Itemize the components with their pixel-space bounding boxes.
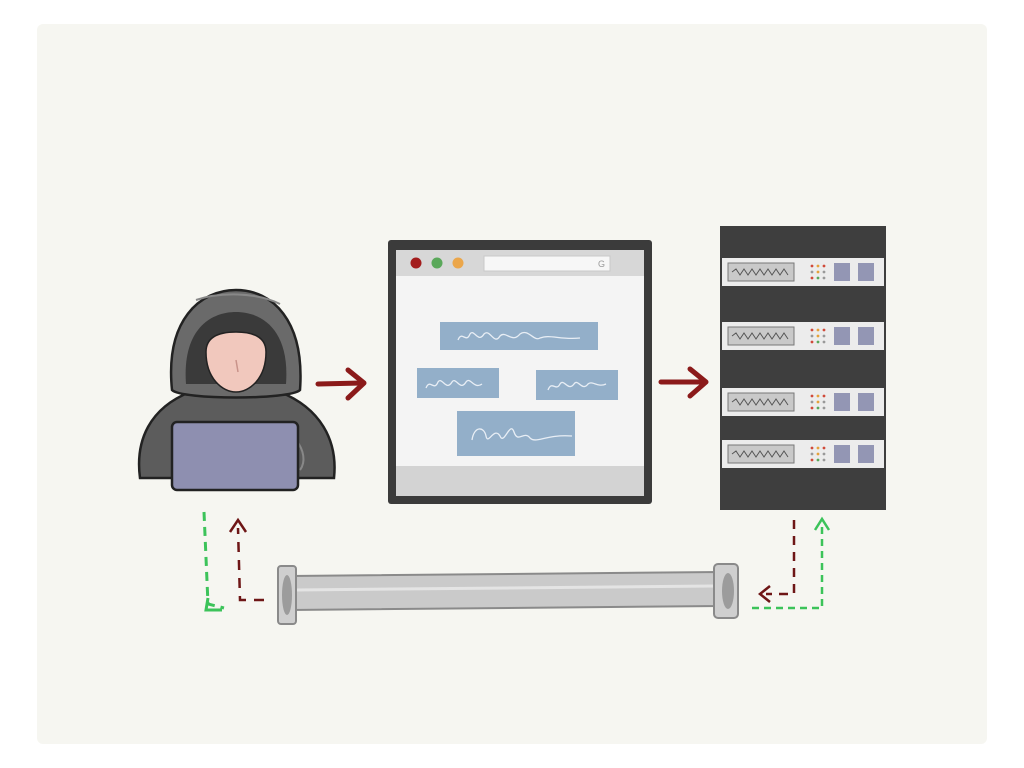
browser-window-with-form-fields-icon: G bbox=[388, 240, 652, 504]
server-rack-icon bbox=[720, 226, 886, 510]
dashed-arrow-attacker-to-tunnel bbox=[202, 511, 225, 612]
server-unit bbox=[722, 440, 884, 468]
dashed-arrow-tunnel-to-server bbox=[752, 516, 831, 610]
pipe-icon bbox=[277, 563, 739, 625]
close-dot-icon bbox=[410, 257, 422, 269]
maximize-dot-icon bbox=[452, 257, 464, 269]
minimize-dot-icon bbox=[431, 257, 443, 269]
hooded-hacker-with-laptop-icon bbox=[137, 288, 336, 492]
form-field bbox=[536, 370, 618, 400]
search-g-icon: G bbox=[598, 259, 605, 269]
form-field bbox=[457, 411, 575, 456]
arrow-attacker-to-page bbox=[315, 367, 367, 401]
dashed-arrow-tunnel-to-attacker bbox=[228, 517, 264, 602]
server-unit bbox=[722, 388, 884, 416]
server-unit bbox=[722, 322, 884, 350]
dashed-arrow-server-to-tunnel bbox=[757, 520, 796, 603]
server-unit bbox=[722, 258, 884, 286]
address-bar bbox=[483, 255, 611, 272]
arrow-page-to-server bbox=[658, 366, 709, 399]
